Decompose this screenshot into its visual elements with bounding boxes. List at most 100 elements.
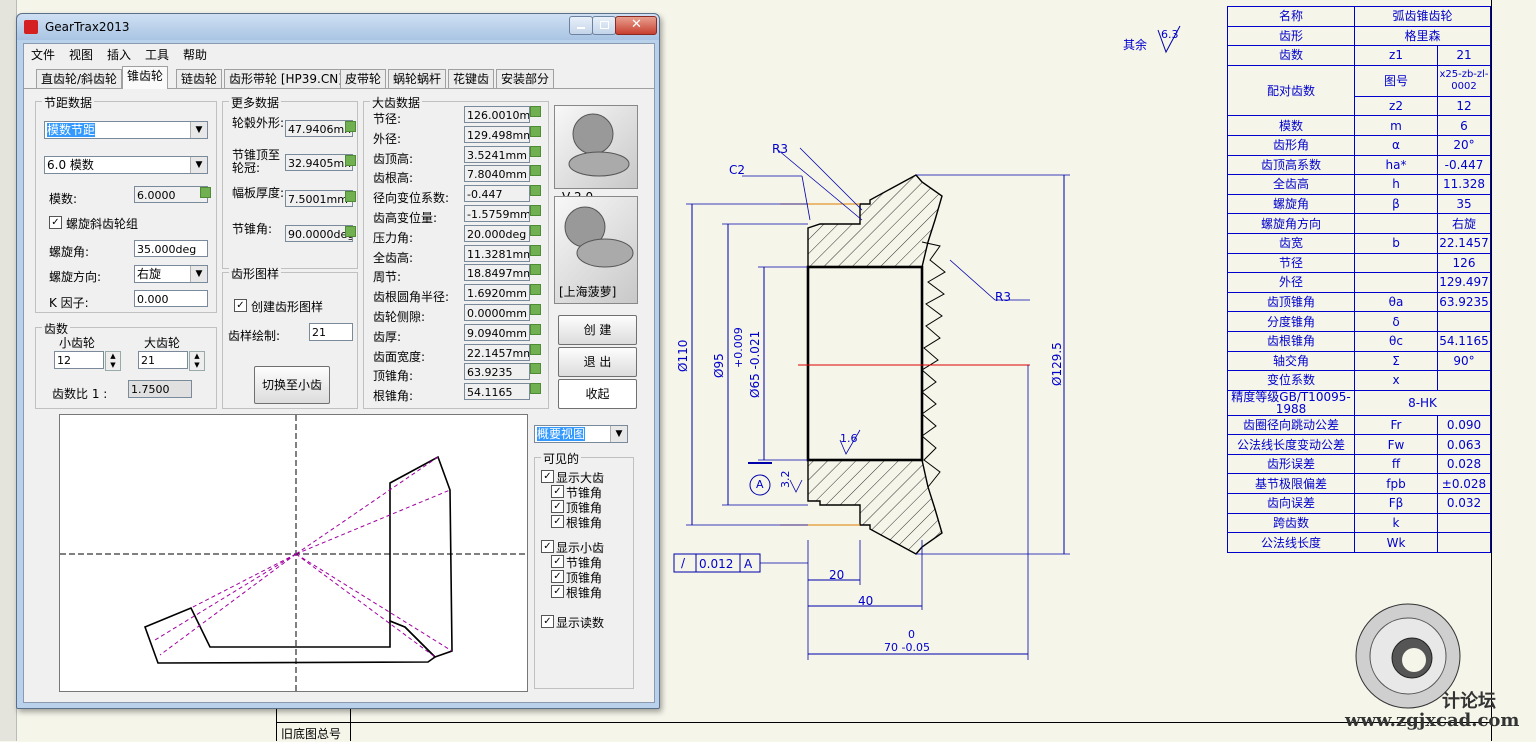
pinion-pitch-cone-label: 节锥角: [566, 556, 603, 570]
minimize-button[interactable]: [569, 16, 593, 35]
show-gear-checkbox[interactable]: ✓: [541, 470, 554, 483]
gear-row-spin-icon[interactable]: [530, 106, 541, 117]
gear-row-spin-icon[interactable]: [530, 323, 541, 335]
menu-help[interactable]: 帮助: [183, 48, 208, 62]
gear-row-field[interactable]: 7.8040mm: [464, 165, 530, 183]
k-field[interactable]: 0.000: [134, 290, 208, 307]
web-field[interactable]: 7.5001mm: [285, 190, 353, 207]
gear-row-spin-icon[interactable]: [530, 205, 541, 216]
pitch-angle-field[interactable]: 90.0000deg: [285, 225, 353, 242]
tab-spur-helical[interactable]: 直齿轮/斜齿轮: [36, 69, 123, 88]
pinion-tip-cone-checkbox[interactable]: ✓: [551, 570, 564, 583]
pinion-stepper[interactable]: ▲▼: [105, 351, 121, 371]
gear-teeth-field[interactable]: 21: [138, 351, 188, 369]
show-pinion-checkbox[interactable]: ✓: [541, 540, 554, 553]
gear-row-spin-icon[interactable]: [530, 185, 541, 197]
table-row: 名称弧齿锥齿轮: [1227, 6, 1491, 27]
gear-row-spin-icon[interactable]: [530, 165, 541, 177]
gear-preview-canvas[interactable]: [59, 414, 528, 692]
gear-row-spin-icon[interactable]: [530, 363, 541, 375]
gear-row-field[interactable]: 18.8497mm: [464, 264, 530, 282]
gear-row-spin-icon[interactable]: [530, 125, 541, 137]
create-button[interactable]: 创 建: [558, 315, 637, 345]
direction-value: 右旋: [137, 267, 162, 281]
gear-stepper[interactable]: ▲▼: [189, 351, 205, 371]
gear-row-field[interactable]: 54.1165: [464, 383, 530, 401]
view-mode-select[interactable]: 概要视图▼: [534, 425, 628, 443]
gear-tip-cone-checkbox[interactable]: ✓: [551, 500, 564, 513]
table-cell: Σ: [1354, 350, 1438, 372]
create-profile-checkbox[interactable]: ✓: [234, 299, 247, 312]
gear-row-field[interactable]: 0.0000mm: [464, 304, 530, 321]
show-reading-checkbox[interactable]: ✓: [541, 615, 554, 628]
menu-file[interactable]: 文件: [31, 48, 56, 62]
apex-spin-icon[interactable]: [345, 155, 356, 166]
gear-row-field[interactable]: -1.5759mm: [464, 205, 530, 222]
tab-sprocket[interactable]: 链齿轮: [176, 69, 223, 88]
table-cell: 配对齿数: [1227, 64, 1355, 117]
pinion-teeth-field[interactable]: 12: [54, 351, 104, 369]
gear-row-spin-icon[interactable]: [530, 284, 541, 296]
menu-insert[interactable]: 插入: [107, 48, 132, 62]
pitch-angle-spin-icon[interactable]: [345, 226, 356, 237]
table-cell: 22.1457: [1437, 232, 1491, 254]
profile-count-field[interactable]: 21: [309, 323, 353, 341]
gear-row-spin-icon[interactable]: [530, 383, 541, 395]
gear-row-field[interactable]: 11.3281mm: [464, 244, 530, 262]
apex-field[interactable]: 32.9405mm: [285, 154, 353, 171]
gear-row-spin-icon[interactable]: [530, 145, 541, 157]
maximize-button[interactable]: [592, 16, 616, 35]
geartrax-window[interactable]: GearTrax2013 ✕ 文件 视图 插入 工具 帮助 直齿轮/斜齿轮 锥齿…: [16, 13, 660, 709]
gear-row-spin-icon[interactable]: [530, 343, 541, 355]
tab-timing-pulley[interactable]: 齿形带轮 [HP39.CN]: [224, 69, 348, 88]
gear-row-field[interactable]: 1.6920mm: [464, 284, 530, 302]
gear-row-field[interactable]: 20.000deg: [464, 224, 530, 242]
spiral-checkbox[interactable]: ✓: [49, 216, 62, 229]
gear-row-field[interactable]: 22.1457mm: [464, 343, 530, 361]
tab-worm[interactable]: 蜗轮蜗杆: [388, 69, 447, 88]
gear-row-spin-icon[interactable]: [530, 224, 541, 236]
tab-belt-pulley[interactable]: 皮带轮: [340, 69, 387, 88]
tab-mounting[interactable]: 安装部分: [496, 69, 555, 88]
switch-to-pinion-button[interactable]: 切换至小齿: [254, 366, 330, 404]
menu-tools[interactable]: 工具: [145, 48, 170, 62]
web-spin-icon[interactable]: [345, 191, 356, 202]
ratio-label: 齿数比 1 :: [52, 387, 108, 401]
gear-row-field[interactable]: 126.0010mm: [464, 106, 530, 123]
gear-row-field[interactable]: 3.5241mm: [464, 145, 530, 163]
helix-field[interactable]: 35.000deg: [134, 240, 208, 257]
gear-row-spin-icon[interactable]: [530, 264, 541, 276]
gear-row-field[interactable]: 63.9235: [464, 363, 530, 381]
title-bar[interactable]: GearTrax2013 ✕: [17, 14, 659, 40]
gear-row-field[interactable]: -0.447: [464, 185, 530, 203]
exit-button[interactable]: 退 出: [558, 347, 637, 377]
table-cell: 0.090: [1437, 414, 1491, 436]
module-select[interactable]: 6.0 模数▼: [44, 156, 208, 174]
table-cell: [1354, 252, 1438, 274]
direction-select[interactable]: 右旋▼: [134, 265, 208, 283]
gear-row-field[interactable]: 9.0940mm: [464, 323, 530, 341]
close-button[interactable]: ✕: [615, 16, 657, 35]
table-cell: 齿形误差: [1227, 453, 1355, 475]
module-field[interactable]: 6.0000: [134, 186, 208, 203]
collapse-button[interactable]: 收起: [558, 379, 637, 409]
module-spin-icon[interactable]: [200, 187, 211, 198]
pinion-root-cone-checkbox[interactable]: ✓: [551, 585, 564, 598]
menu-view[interactable]: 视图: [69, 48, 94, 62]
tab-bevel[interactable]: 锥齿轮: [122, 66, 169, 89]
hub-spin-icon[interactable]: [345, 121, 356, 132]
table-cell: 外径: [1227, 272, 1355, 293]
pinion-pitch-cone-checkbox[interactable]: ✓: [551, 555, 564, 568]
pitch-type-select[interactable]: 模数节距▼: [44, 121, 208, 139]
gear-row-field[interactable]: 129.498mm: [464, 125, 530, 143]
tab-spline[interactable]: 花键齿: [448, 69, 495, 88]
gear-pitch-cone-checkbox[interactable]: ✓: [551, 485, 564, 498]
gear-root-cone-checkbox[interactable]: ✓: [551, 515, 564, 528]
gear-row-spin-icon[interactable]: [530, 244, 541, 256]
hub-field[interactable]: 47.9406mm: [285, 120, 353, 137]
gear-row-spin-icon[interactable]: [530, 304, 541, 315]
